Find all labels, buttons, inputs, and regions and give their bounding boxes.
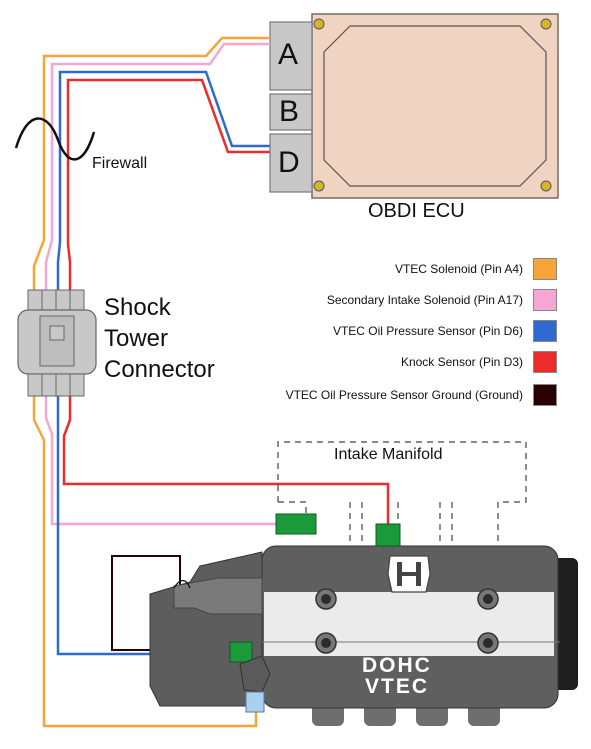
shock-tower-label-2: Tower [104, 325, 169, 352]
shock-tower-label-3: Connector [104, 356, 215, 383]
wire-vtec-solenoid [32, 36, 270, 728]
wire-knock-sensor [62, 78, 390, 524]
intake-manifold-label: Intake Manifold [334, 446, 443, 463]
legend-label: Knock Sensor (Pin D3) [400, 355, 523, 369]
knock-sensor [375, 523, 401, 547]
legend-swatch-dark [533, 384, 557, 406]
legend-item-oil-pressure-sensor: VTEC Oil Pressure Sensor (Pin D6) [333, 320, 557, 342]
legend-swatch-pink [533, 289, 557, 311]
firewall-label: Firewall [92, 155, 148, 172]
legend-swatch-red [533, 351, 557, 373]
engine-label-dohc: DOHC [362, 654, 432, 677]
secondary-intake-solenoid [275, 513, 317, 535]
legend-label: VTEC Oil Pressure Sensor Ground (Ground) [285, 388, 523, 402]
legend-item-vtec-solenoid: VTEC Solenoid (Pin A4) [395, 258, 557, 280]
oil-pressure-sensor [229, 641, 253, 663]
intake-manifold-outline [277, 441, 527, 548]
engine-block [149, 545, 578, 726]
legend-swatch-blue [533, 320, 557, 342]
legend-item-knock-sensor: Knock Sensor (Pin D3) [401, 351, 557, 373]
ecu-box [311, 13, 559, 199]
vtec-solenoid [239, 655, 271, 693]
connector-label-d: D [278, 146, 300, 179]
legend-item-secondary-intake: Secondary Intake Solenoid (Pin A17) [327, 289, 557, 311]
engine-label-vtec: VTEC [365, 675, 430, 698]
connector-label-b: B [279, 95, 300, 128]
ecu-connectors [269, 21, 313, 193]
ecu-label: OBDI ECU [368, 200, 465, 222]
vtec-solenoid-tip [245, 691, 265, 713]
legend-swatch-orange [533, 258, 557, 280]
legend-label: Secondary Intake Solenoid (Pin A17) [326, 293, 523, 307]
honda-logo [387, 555, 431, 593]
firewall-squiggle [14, 117, 96, 161]
legend-label: VTEC Solenoid (Pin A4) [394, 262, 523, 276]
shock-tower-label-1: Shock [104, 294, 171, 321]
wire-secondary-intake [44, 42, 276, 526]
legend-item-oil-pressure-ground: VTEC Oil Pressure Sensor Ground (Ground) [286, 384, 557, 406]
shock-tower-connector [17, 289, 97, 397]
legend-label: VTEC Oil Pressure Sensor (Pin D6) [332, 324, 523, 338]
connector-label-a: A [278, 38, 299, 71]
